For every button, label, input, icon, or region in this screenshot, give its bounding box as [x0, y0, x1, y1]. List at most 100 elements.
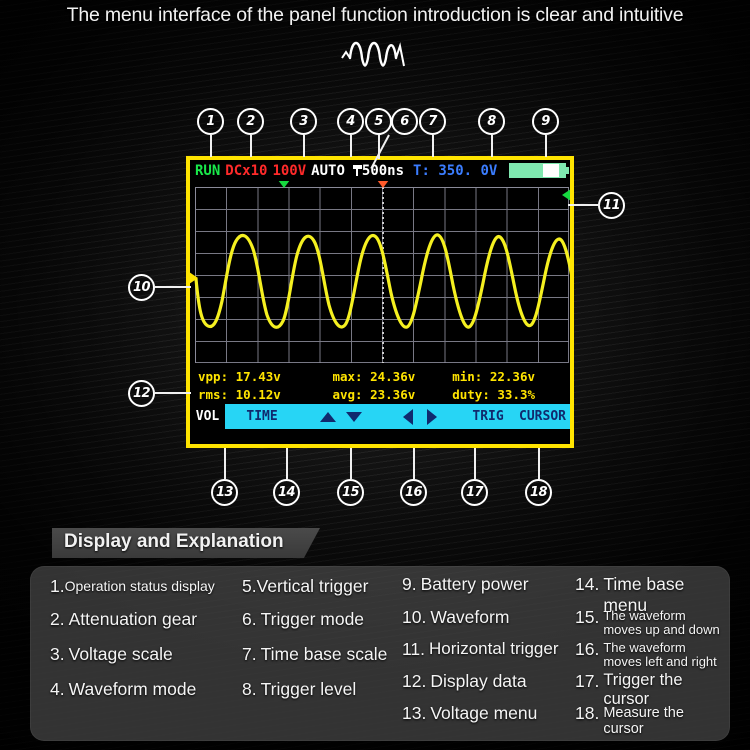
triangle-up-icon[interactable]	[320, 411, 337, 422]
callout-number: 9	[532, 108, 559, 135]
legend-text: Waveform	[430, 607, 510, 627]
triangle-down-icon[interactable]	[346, 411, 363, 422]
callout-line	[568, 204, 600, 206]
voltage-menu-button[interactable]: VOL	[190, 404, 226, 429]
legend-number: 16.	[575, 639, 600, 659]
legend-text: Waveform mode	[68, 679, 197, 699]
explanation-panel: 1. Operation status display 2. Attenuati…	[30, 566, 730, 741]
readout-row: vpp: 17.43v max: 24.36v min: 22.36v	[190, 367, 570, 385]
battery-icon	[509, 163, 569, 178]
callout-number: 14	[273, 479, 300, 506]
callout-number: 1	[197, 108, 224, 135]
legend-text: Time base menu	[603, 574, 685, 615]
legend-item: 11. Horizontal trigger	[402, 639, 580, 671]
legend-item: 1. Operation status display	[50, 576, 262, 609]
callout-number: 11	[598, 192, 625, 219]
legend-item: 8. Trigger level	[242, 679, 402, 714]
max-cell: max: 24.36v	[332, 369, 452, 384]
legend-text: Voltage menu	[430, 703, 538, 723]
callout-number: 15	[337, 479, 364, 506]
menu-bar-cyan-region: TIME TRIG CURSOR	[225, 404, 570, 429]
min-value: 22.36v	[489, 368, 536, 384]
rms-label: rms:	[198, 386, 229, 402]
avg-value: 23.36v	[370, 386, 416, 402]
trigger-position-marker	[377, 181, 389, 188]
run-status: RUN	[195, 162, 221, 179]
horizontal-move-buttons[interactable]	[383, 408, 457, 425]
legend-text: Time base scale	[260, 644, 388, 664]
trigger-mode-icon	[352, 163, 362, 179]
callout-line	[303, 135, 305, 157]
legend-item: 6. Trigger mode	[242, 609, 402, 644]
legend-item: 10. Waveform	[402, 607, 580, 639]
legend-number: 6.	[242, 609, 257, 629]
measurement-readout: vpp: 17.43v max: 24.36v min: 22.36v rms:…	[190, 366, 570, 404]
avg-label: avg:	[332, 386, 363, 402]
legend-text: Horizontal trigger	[429, 639, 559, 658]
waveform-ground-marker	[190, 272, 198, 284]
callout-number: 7	[419, 108, 446, 135]
callout-number: 4	[337, 108, 364, 135]
callout-number: 16	[400, 479, 427, 506]
vertical-move-buttons[interactable]	[299, 411, 383, 422]
legend-text: Voltage scale	[68, 644, 173, 664]
measure-cursor-button[interactable]: CURSOR	[519, 409, 566, 424]
callout-line	[224, 448, 226, 479]
legend-text: The waveform moves up and down	[603, 608, 720, 637]
legend-number: 14.	[575, 574, 600, 594]
callout-line	[413, 448, 415, 479]
legend-number: 4.	[50, 679, 65, 699]
callout-line	[538, 448, 540, 479]
callout-number: 8	[478, 108, 505, 135]
callout-line	[350, 448, 352, 479]
timebase-menu-button[interactable]: TIME	[246, 409, 278, 424]
legend-number: 18.	[575, 703, 600, 723]
attenuation-value: DCx10	[225, 162, 268, 179]
legend-number: 15.	[575, 607, 600, 627]
rms-cell: rms: 10.12v	[190, 387, 332, 402]
callout-number: 5	[365, 108, 392, 135]
legend-item: 4. Waveform mode	[50, 679, 262, 714]
legend-text: Measure the cursor	[603, 705, 684, 737]
callout-line	[545, 135, 547, 157]
triangle-right-icon[interactable]	[427, 408, 438, 425]
callout-line	[210, 135, 212, 157]
callout-line	[350, 135, 352, 157]
legend-item: 12. Display data	[402, 671, 580, 703]
legend-text: Vertical trigger	[256, 576, 369, 596]
legend-item: 14. Time base menu	[575, 574, 725, 615]
legend-item: 5. Vertical trigger	[242, 576, 402, 609]
legend-text: Display data	[430, 671, 527, 691]
voltage-scale-value: 100V	[272, 162, 307, 179]
callout-number: 18	[525, 479, 552, 506]
vertical-trigger-marker	[278, 181, 290, 188]
legend-number: 2.	[50, 609, 65, 629]
callout-line	[432, 135, 434, 157]
legend-item: 3. Voltage scale	[50, 644, 262, 679]
max-value: 24.36v	[370, 368, 416, 384]
legend-number: 10.	[402, 607, 427, 627]
legend-item: 15. The waveform moves up and down	[575, 607, 725, 639]
legend-number: 5.	[242, 576, 257, 596]
legend-text: Trigger mode	[260, 609, 365, 629]
legend-text: Trigger level	[260, 679, 357, 699]
max-label: max:	[332, 368, 363, 384]
legend-item: 18. Measure the cursor	[575, 703, 725, 737]
section-title: Display and Explanation	[64, 531, 284, 552]
legend-item: 9. Battery power	[402, 574, 580, 607]
waveform-logo-icon	[0, 36, 750, 72]
legend-number: 1.	[50, 576, 65, 596]
vpp-cell: vpp: 17.43v	[190, 369, 332, 384]
triangle-left-icon[interactable]	[403, 408, 414, 425]
waveform-grid-area	[190, 181, 570, 366]
min-cell: min: 22.36v	[452, 369, 570, 384]
callout-number: 2	[237, 108, 264, 135]
trigger-level-value: T: 350. 0V	[413, 162, 498, 179]
min-label: min:	[452, 368, 483, 384]
legend-text: The waveform moves left and right	[603, 640, 717, 669]
callout-number: 10	[128, 274, 155, 301]
legend-text: Operation status display	[64, 578, 215, 594]
callout-number: 13	[211, 479, 238, 506]
trigger-cursor-button[interactable]: TRIG	[472, 409, 504, 424]
timebase-value: 500ns	[361, 162, 405, 179]
